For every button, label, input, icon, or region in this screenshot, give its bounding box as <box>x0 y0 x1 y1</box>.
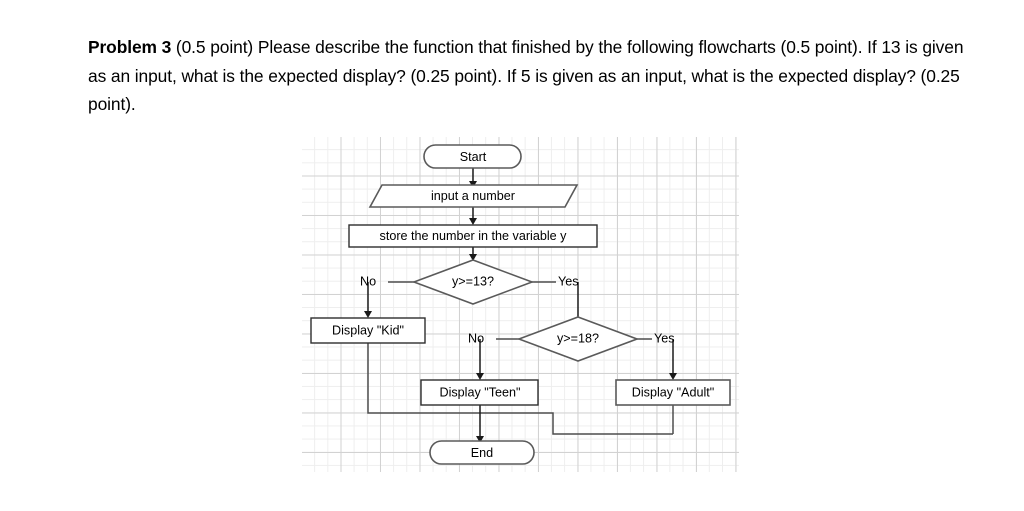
arrowhead-decision1 <box>469 254 477 261</box>
teen-label: Display "Teen" <box>439 385 520 399</box>
node-display-teen[interactable]: Display "Teen" <box>420 379 539 406</box>
adult-label: Display "Adult" <box>632 385 714 399</box>
problem-body: (0.5 point) Please describe the function… <box>88 37 964 114</box>
end-label: End <box>471 446 493 460</box>
decision1-no-label: No <box>360 274 376 288</box>
store-label: store the number in the variable y <box>380 229 568 243</box>
decision1-diamond-shape <box>411 259 535 305</box>
arrowhead-end <box>476 436 484 443</box>
teen-process-shape <box>420 379 539 406</box>
question-text: Problem 3 (0.5 point) Please describe th… <box>88 33 964 119</box>
decision2-diamond-shape <box>516 316 640 362</box>
node-display-adult[interactable]: Display "Adult" <box>615 379 731 406</box>
flowchart-diagram: Start input a number store the number in… <box>310 144 731 465</box>
arrowhead-adult <box>669 373 677 380</box>
node-store[interactable]: store the number in the variable y <box>348 224 598 248</box>
node-decision-age13[interactable]: y>=13? <box>411 259 535 305</box>
decision2-no-label: No <box>468 331 484 345</box>
node-end[interactable]: End <box>429 440 535 465</box>
decision2-label: y>=18? <box>557 331 599 345</box>
decision1-yes-label: Yes <box>558 274 579 288</box>
node-decision-age18[interactable]: y>=18? <box>516 316 640 362</box>
start-terminator-shape <box>423 144 522 169</box>
adult-process-shape <box>615 379 731 406</box>
store-process-shape <box>348 224 598 248</box>
problem-label: Problem 3 <box>88 37 172 57</box>
start-label: Start <box>460 150 487 164</box>
kid-process-shape <box>310 317 426 344</box>
node-display-kid[interactable]: Display "Kid" <box>310 317 426 344</box>
node-input[interactable]: input a number <box>368 184 579 208</box>
input-parallelogram-shape <box>368 184 579 208</box>
arrowhead-kid <box>364 311 372 318</box>
connector-kid-merge <box>367 343 673 435</box>
arrowhead-store <box>469 218 477 225</box>
node-start[interactable]: Start <box>423 144 522 169</box>
flowchart-canvas: Start input a number store the number in… <box>302 137 739 472</box>
decision1-label: y>=13? <box>452 274 494 288</box>
input-label: input a number <box>431 189 515 203</box>
decision2-yes-label: Yes <box>654 331 675 345</box>
arrowhead-teen <box>476 373 484 380</box>
kid-label: Display "Kid" <box>332 323 404 337</box>
end-terminator-shape <box>429 440 535 465</box>
